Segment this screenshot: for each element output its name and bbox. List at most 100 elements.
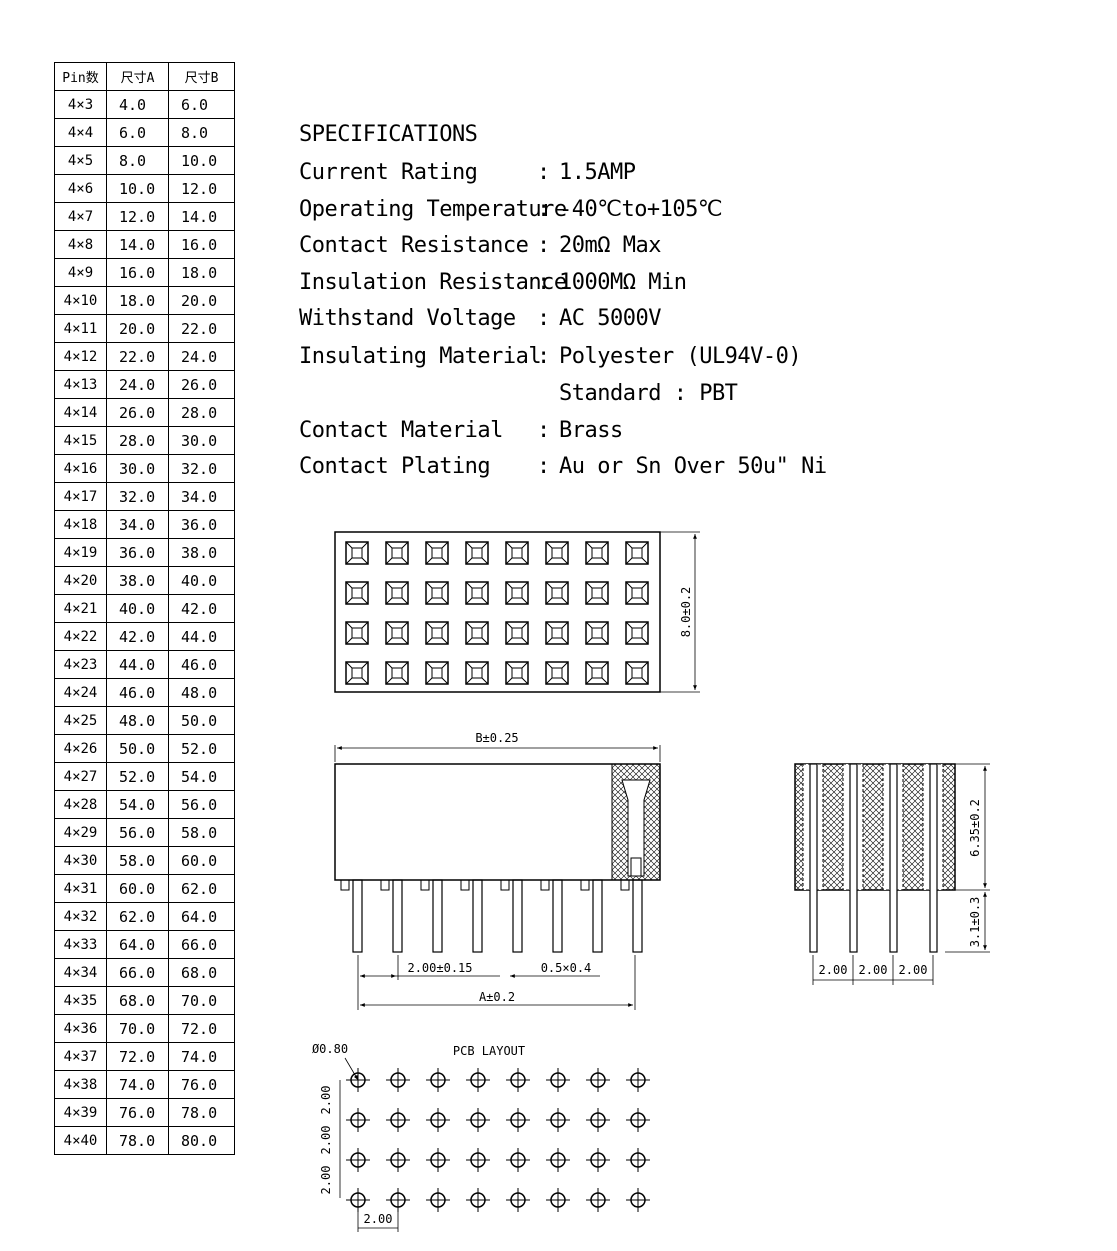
pcb-hole: [386, 1108, 410, 1132]
pcb-layout-title: PCB LAYOUT: [453, 1044, 525, 1058]
size-b-cell: 74.0: [168, 1042, 235, 1071]
pcb-hole: [466, 1148, 490, 1172]
spec-value: 1000MΩ Min: [559, 270, 687, 295]
size-a-cell: 40.0: [106, 594, 169, 623]
pin-count-cell: 4×27: [54, 762, 107, 791]
size-b-cell: 6.0: [168, 90, 235, 119]
contact-cell: [545, 581, 569, 605]
size-b-cell: 76.0: [168, 1070, 235, 1099]
pin-count-cell: 4×39: [54, 1098, 107, 1127]
contact-cell: [385, 621, 409, 645]
spec-value: Polyester (UL94V-0): [559, 344, 802, 369]
size-a-cell: 74.0: [106, 1070, 169, 1099]
size-a-cell: 76.0: [106, 1098, 169, 1127]
contact-cell: [425, 581, 449, 605]
top-view-contacts: [345, 541, 649, 685]
spec-row: Withstand Voltage:AC 5000V: [299, 306, 661, 332]
spec-row: Contact Material:Brass: [299, 418, 623, 444]
size-b-cell: 80.0: [168, 1126, 235, 1155]
size-a-cell: 12.0: [106, 202, 169, 231]
pcb-layout: PCB LAYOUT Ø0.80 2.00 2.00 2.00 2.00: [312, 1042, 650, 1232]
contact-cell: [545, 541, 569, 565]
size-b-cell: 12.0: [168, 174, 235, 203]
size-a-cell: 26.0: [106, 398, 169, 427]
size-b-cell: 34.0: [168, 482, 235, 511]
side-pin: [809, 763, 818, 953]
size-a-cell: 72.0: [106, 1042, 169, 1071]
size-b-cell: 66.0: [168, 930, 235, 959]
pcb-pitch-v-label-3: 2.00: [319, 1166, 333, 1195]
pcb-hole: [386, 1148, 410, 1172]
pcb-hole: [546, 1108, 570, 1132]
pcb-hole: [586, 1188, 610, 1212]
contact-cell: [505, 541, 529, 565]
spec-separator: :: [537, 418, 550, 443]
spec-value: 20mΩ Max: [559, 233, 661, 258]
size-b-cell: 16.0: [168, 230, 235, 259]
side-pitch-label-3: 2.00: [899, 963, 928, 977]
spec-separator: :: [537, 197, 550, 222]
spec-value: -40℃to+105℃: [559, 197, 723, 222]
contact-cell: [585, 581, 609, 605]
header-pin-count: Pin数: [54, 62, 107, 91]
pcb-hole: [346, 1108, 370, 1132]
contact-cell: [505, 581, 529, 605]
size-b-cell: 8.0: [168, 118, 235, 147]
pin-count-cell: 4×38: [54, 1070, 107, 1099]
pcb-hole: [506, 1148, 530, 1172]
pin-count-cell: 4×35: [54, 986, 107, 1015]
pin-count-cell: 4×7: [54, 202, 107, 231]
front-pin-stub: [460, 879, 470, 891]
size-a-cell: 10.0: [106, 174, 169, 203]
contact-cell: [585, 621, 609, 645]
size-a-cell: 70.0: [106, 1014, 169, 1043]
pin-count-cell: 4×24: [54, 678, 107, 707]
size-a-cell: 54.0: [106, 790, 169, 819]
front-pin: [632, 879, 643, 953]
height-top-label: 8.0±0.2: [679, 587, 693, 638]
pcb-hole: [346, 1068, 370, 1092]
contact-cell: [585, 541, 609, 565]
pcb-hole: [506, 1188, 530, 1212]
pcb-hole: [546, 1068, 570, 1092]
size-b-cell: 40.0: [168, 566, 235, 595]
front-view-body: [334, 763, 661, 881]
pcb-hole: [626, 1148, 650, 1172]
spec-value: AC 5000V: [559, 306, 661, 331]
pcb-hole: [586, 1148, 610, 1172]
spec-separator: :: [537, 344, 550, 369]
pcb-hole: [466, 1108, 490, 1132]
size-b-cell: 44.0: [168, 622, 235, 651]
size-a-cell: 8.0: [106, 146, 169, 175]
front-pin: [352, 879, 363, 953]
spec-value: Brass: [559, 418, 623, 443]
pin-count-cell: 4×23: [54, 650, 107, 679]
size-b-cell: 20.0: [168, 286, 235, 315]
pcb-hole: [466, 1068, 490, 1092]
contact-cell: [425, 661, 449, 685]
size-b-cell: 50.0: [168, 706, 235, 735]
contact-cell: [345, 621, 369, 645]
pcb-hole: [586, 1108, 610, 1132]
contact-cell: [345, 541, 369, 565]
pcb-hole-grid: [346, 1068, 650, 1212]
front-pin-stub: [620, 879, 630, 891]
size-b-cell: 48.0: [168, 678, 235, 707]
pin-count-cell: 4×12: [54, 342, 107, 371]
pcb-hole: [426, 1068, 450, 1092]
contact-cell: [625, 541, 649, 565]
contact-cell: [465, 621, 489, 645]
contact-cell: [465, 541, 489, 565]
pcb-hole: [426, 1188, 450, 1212]
spec-row: Contact Resistance:20mΩ Max: [299, 233, 661, 259]
spec-separator: :: [537, 270, 550, 295]
